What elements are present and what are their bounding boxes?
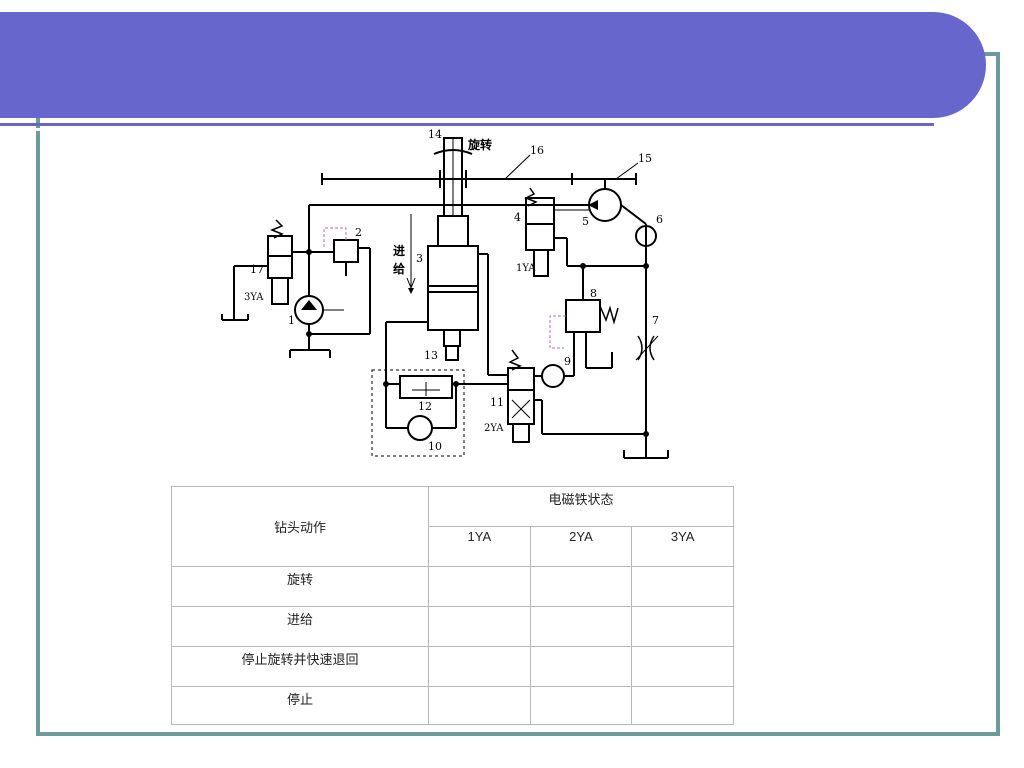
title-banner xyxy=(0,12,986,118)
table-row: 旋转 xyxy=(171,566,734,607)
table-cell xyxy=(631,566,734,607)
label-7: 7 xyxy=(652,314,659,327)
label-17: 17 xyxy=(250,263,264,276)
label-16: 16 xyxy=(530,144,544,157)
header-col-2ya: 2YA xyxy=(529,526,633,567)
table-cell xyxy=(428,646,531,687)
label-15: 15 xyxy=(638,152,652,165)
check-valve-10 xyxy=(407,415,433,441)
solenoid-valve-11 xyxy=(507,367,535,425)
table-cell xyxy=(529,566,633,607)
throttle-valve-7 xyxy=(637,335,643,361)
check-valve-9 xyxy=(541,364,565,388)
table-row: 进给 xyxy=(171,606,734,647)
throttle-valve-12 xyxy=(399,375,453,399)
hydraulic-circuit-svg: 14 旋转 16 15 4 5 6 1YA 2 进 给 3 17 3YA 1 8… xyxy=(221,128,669,459)
hydraulic-circuit-diagram: 14 旋转 16 15 4 5 6 1YA 2 进 给 3 17 3YA 1 8… xyxy=(212,128,676,480)
label-1ya: 1YA xyxy=(516,263,536,274)
label-1: 1 xyxy=(288,314,295,327)
row-label: 旋转 xyxy=(171,566,429,607)
table-row: 停止 xyxy=(171,686,734,725)
row-label: 进给 xyxy=(171,606,429,647)
table-cell xyxy=(428,686,531,725)
label-feed-2: 给 xyxy=(393,261,405,276)
label-5: 5 xyxy=(582,215,589,228)
label-13: 13 xyxy=(424,349,438,362)
table-cell xyxy=(428,566,531,607)
header-col-1ya: 1YA xyxy=(428,526,531,567)
table-cell xyxy=(529,686,633,725)
label-3ya: 3YA xyxy=(244,292,264,303)
header-magnet-state: 电磁铁状态 xyxy=(428,486,734,527)
label-3: 3 xyxy=(416,252,423,265)
relief-valve-2 xyxy=(333,239,359,263)
drill-13 xyxy=(445,345,459,361)
banner-underline xyxy=(0,123,934,126)
label-8: 8 xyxy=(590,287,597,300)
header-action: 钻头动作 xyxy=(171,486,429,567)
table-cell xyxy=(428,606,531,647)
throttle-check-block xyxy=(371,369,465,457)
table-cell xyxy=(631,606,734,647)
table-row: 停止旋转并快速退回 xyxy=(171,646,734,687)
label-14: 14 xyxy=(428,128,442,141)
label-12: 12 xyxy=(418,400,432,413)
feed-cylinder-3 xyxy=(427,245,479,331)
solenoid-state-table: 钻头动作 电磁铁状态 1YA 2YA 3YA 旋转 进给 停止旋转并快速退回 停… xyxy=(171,486,734,725)
row-label: 停止 xyxy=(171,686,429,725)
label-rotate: 旋转 xyxy=(467,137,492,152)
label-4: 4 xyxy=(514,211,521,224)
table-cell xyxy=(631,686,734,725)
rotation-arrow xyxy=(433,149,473,155)
table-cell xyxy=(631,646,734,687)
relief-valve-8 xyxy=(565,299,601,333)
label-11: 11 xyxy=(490,396,504,409)
label-2: 2 xyxy=(355,226,362,239)
label-2ya: 2YA xyxy=(484,423,504,434)
header-col-3ya: 3YA xyxy=(631,526,734,567)
label-6: 6 xyxy=(656,213,663,226)
row-label: 停止旋转并快速退回 xyxy=(171,646,429,687)
label-10: 10 xyxy=(428,440,442,453)
check-valve-6 xyxy=(635,225,657,247)
table-cell xyxy=(529,606,633,647)
label-feed-1: 进 xyxy=(393,243,405,258)
label-9: 9 xyxy=(564,355,571,368)
table-cell xyxy=(529,646,633,687)
